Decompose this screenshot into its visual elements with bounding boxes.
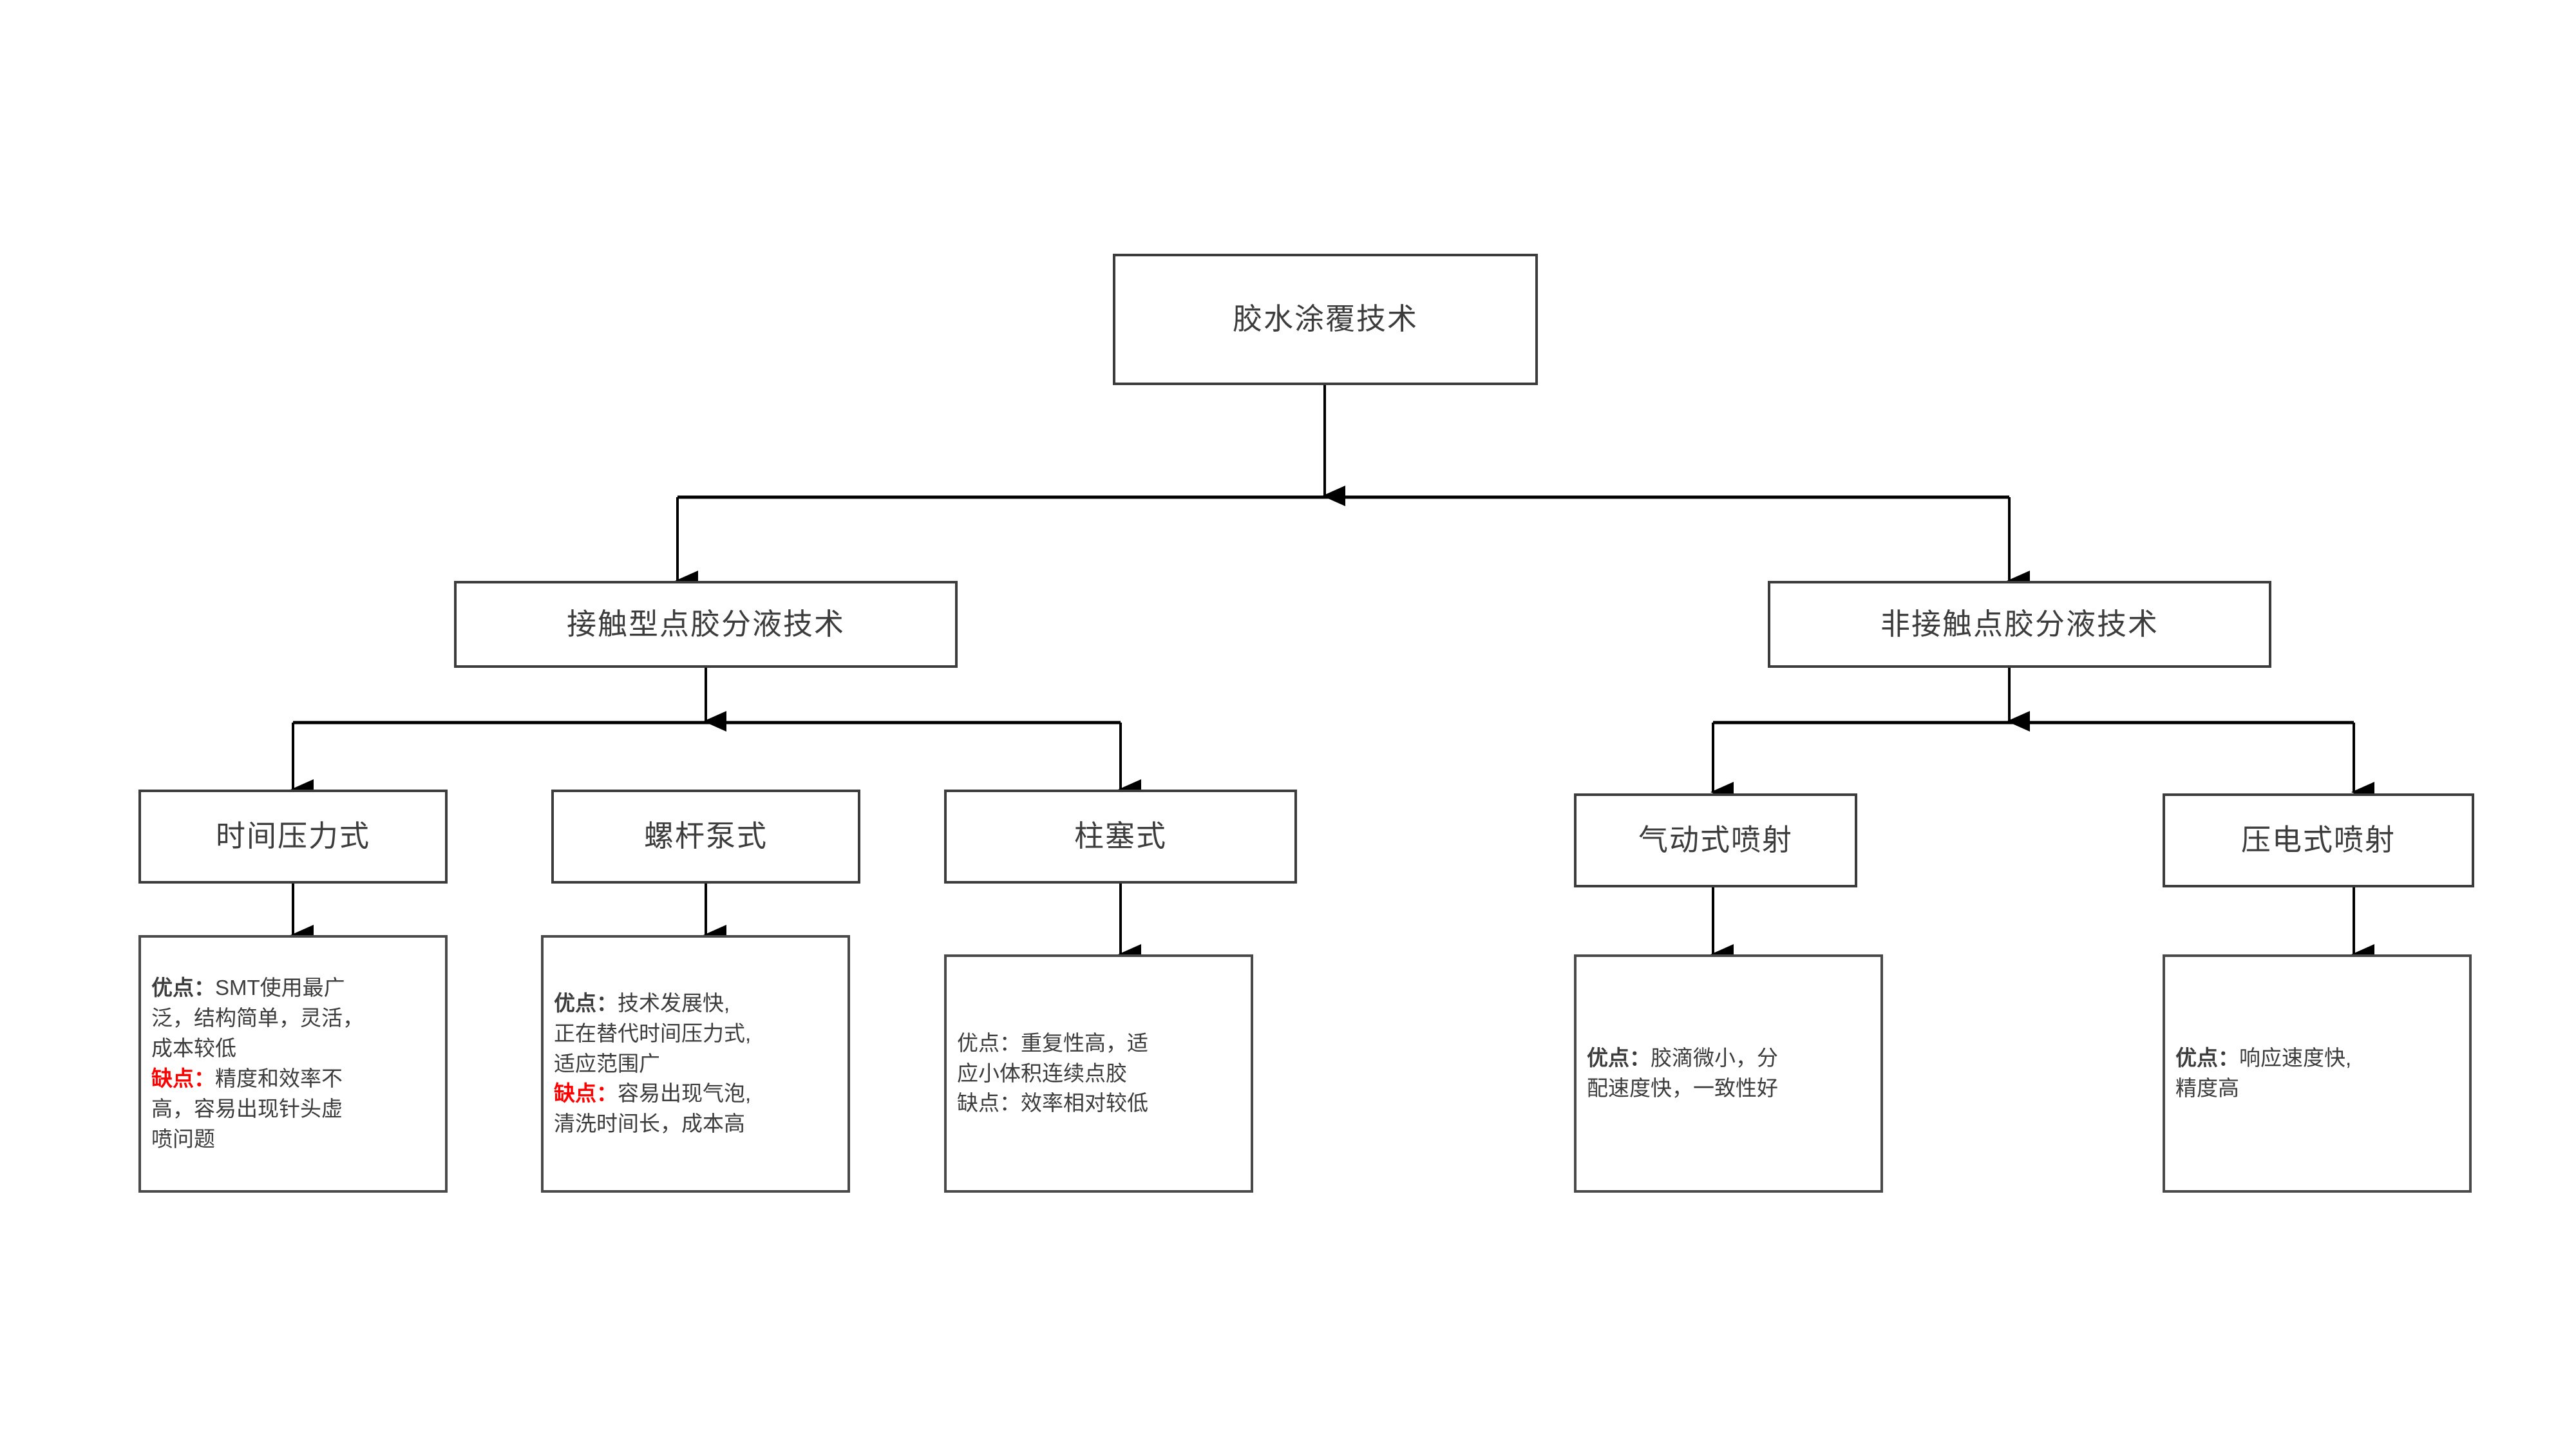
detail-line-text: 容易出现气泡,: [618, 1081, 752, 1106]
detail-line-text: 精度和效率不: [215, 1066, 343, 1090]
node-time-pressure[interactable]: 时间压力式: [138, 790, 448, 884]
node-noncontact-label: 非接触点胶分液技术: [1880, 607, 2159, 641]
node-piston[interactable]: 柱塞式: [944, 790, 1297, 884]
node-contact[interactable]: 接触型点胶分液技术: [454, 581, 958, 668]
node-piezo-jet-label: 压电式喷射: [2241, 823, 2396, 857]
pros-keyword: 优点：: [2175, 1046, 2239, 1070]
detail-line: 喷问题: [151, 1124, 435, 1155]
detail-line-text: 响应速度快,: [2239, 1046, 2352, 1070]
detail-line: 正在替代时间压力式,: [554, 1019, 837, 1049]
detail-line-text: SMT使用最广: [215, 976, 345, 1000]
node-root[interactable]: 胶水涂覆技术: [1113, 254, 1538, 385]
detail-piezo-jet[interactable]: 优点：响应速度快,精度高: [2163, 954, 2472, 1193]
node-piston-label: 柱塞式: [1074, 819, 1167, 853]
detail-line-text: 泛，结构简单，灵活，: [151, 1006, 364, 1030]
detail-line: 优点：SMT使用最广: [151, 973, 435, 1003]
detail-piston[interactable]: 优点：重复性高，适应小体积连续点胶缺点：效率相对较低: [944, 954, 1253, 1193]
detail-line: 适应范围广: [554, 1049, 837, 1079]
detail-line: 优点：技术发展快,: [554, 989, 837, 1019]
detail-line: 优点：胶滴微小，分: [1587, 1043, 1870, 1074]
detail-pneumatic-jet[interactable]: 优点：胶滴微小，分配速度快，一致性好: [1574, 954, 1883, 1193]
detail-line-text: 应小体积连续点胶: [957, 1061, 1127, 1085]
detail-line: 精度高: [2175, 1074, 2459, 1104]
detail-time-pressure[interactable]: 优点：SMT使用最广泛，结构简单，灵活，成本较低缺点：精度和效率不高，容易出现针…: [138, 935, 448, 1193]
detail-piezo-jet-text: 优点：响应速度快,精度高: [2175, 1043, 2459, 1104]
detail-line-text: 技术发展快,: [618, 990, 730, 1015]
cons-keyword: 缺点：: [151, 1066, 215, 1090]
detail-line: 缺点：容易出现气泡,: [554, 1079, 837, 1109]
node-screw-pump[interactable]: 螺杆泵式: [551, 790, 860, 884]
pros-keyword: 优点：: [554, 990, 618, 1015]
detail-piston-text: 优点：重复性高，适应小体积连续点胶缺点：效率相对较低: [957, 1028, 1240, 1119]
detail-line: 高，容易出现针头虚: [151, 1094, 435, 1124]
detail-line-text: 喷问题: [151, 1126, 215, 1151]
detail-line: 优点：重复性高，适: [957, 1028, 1240, 1059]
node-pneumatic-jet-label: 气动式喷射: [1638, 823, 1793, 857]
detail-line: 优点：响应速度快,: [2175, 1043, 2459, 1074]
detail-line-text: 重复性高，适: [1021, 1030, 1148, 1055]
detail-screw-pump-text: 优点：技术发展快,正在替代时间压力式,适应范围广缺点：容易出现气泡,清洗时间长，…: [554, 989, 837, 1139]
detail-line-text: 效率相对较低: [1021, 1091, 1148, 1115]
node-time-pressure-label: 时间压力式: [216, 819, 370, 853]
detail-line: 配速度快，一致性好: [1587, 1074, 1870, 1104]
detail-time-pressure-text: 优点：SMT使用最广泛，结构简单，灵活，成本较低缺点：精度和效率不高，容易出现针…: [151, 973, 435, 1154]
node-contact-label: 接触型点胶分液技术: [567, 607, 845, 641]
cons-keyword: 缺点：: [554, 1081, 618, 1106]
detail-line: 缺点：精度和效率不: [151, 1064, 435, 1094]
detail-line-text: 精度高: [2175, 1076, 2239, 1100]
node-root-label: 胶水涂覆技术: [1233, 302, 1418, 336]
detail-screw-pump[interactable]: 优点：技术发展快,正在替代时间压力式,适应范围广缺点：容易出现气泡,清洗时间长，…: [541, 935, 850, 1193]
pros-keyword: 优点：: [151, 976, 215, 1000]
detail-line-text: 配速度快，一致性好: [1587, 1076, 1778, 1100]
detail-line-text: 成本较低: [151, 1036, 236, 1061]
detail-line: 应小体积连续点胶: [957, 1059, 1240, 1089]
node-screw-pump-label: 螺杆泵式: [644, 819, 768, 853]
detail-pneumatic-jet-text: 优点：胶滴微小，分配速度快，一致性好: [1587, 1043, 1870, 1104]
detail-line: 缺点：效率相对较低: [957, 1088, 1240, 1119]
detail-line-text: 清洗时间长，成本高: [554, 1112, 745, 1136]
node-piezo-jet[interactable]: 压电式喷射: [2163, 793, 2474, 887]
detail-keyword: 缺点：: [957, 1091, 1021, 1115]
detail-line-text: 胶滴微小，分: [1651, 1046, 1778, 1070]
detail-keyword: 优点：: [957, 1030, 1021, 1055]
detail-line-text: 高，容易出现针头虚: [151, 1096, 343, 1121]
pros-keyword: 优点：: [1587, 1046, 1651, 1070]
detail-line-text: 适应范围广: [554, 1051, 660, 1075]
node-noncontact[interactable]: 非接触点胶分液技术: [1768, 581, 2271, 668]
detail-line: 成本较低: [151, 1034, 435, 1064]
detail-line: 泛，结构简单，灵活，: [151, 1003, 435, 1034]
node-pneumatic-jet[interactable]: 气动式喷射: [1574, 793, 1857, 887]
detail-line-text: 正在替代时间压力式,: [554, 1021, 752, 1045]
detail-line: 清洗时间长，成本高: [554, 1109, 837, 1139]
